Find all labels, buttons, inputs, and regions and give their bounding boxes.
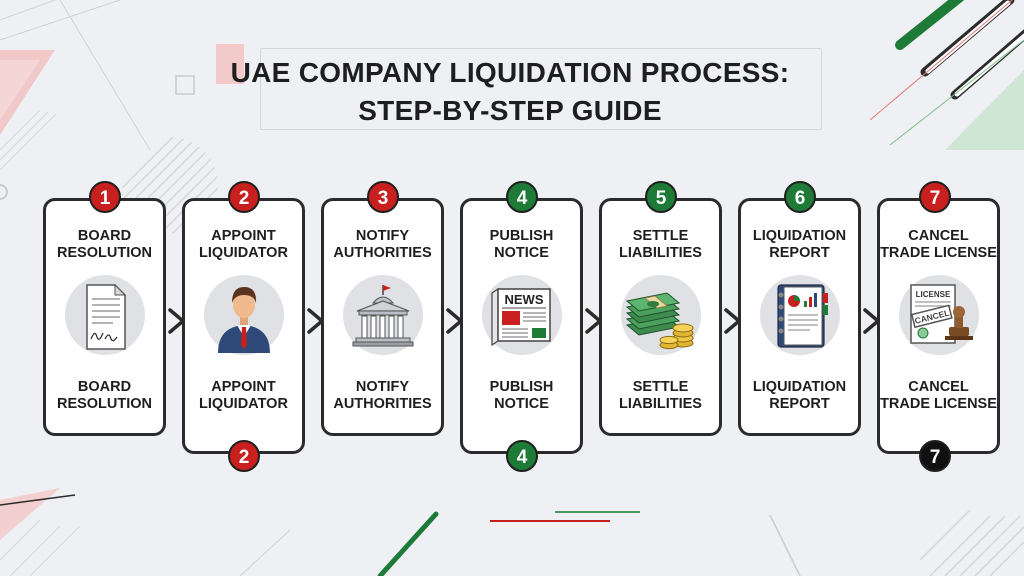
step-caption: LIQUIDATION REPORT bbox=[752, 379, 847, 412]
step-title: BOARD RESOLUTION bbox=[56, 228, 153, 261]
step-card-liquidation-report: LIQUIDATION REPORT LIQUIDATION REPORT bbox=[738, 198, 861, 436]
step-title: CANCEL TRADE LICENSE bbox=[880, 228, 997, 261]
step-number-badge: 3 bbox=[367, 181, 399, 213]
step-number-badge: 6 bbox=[784, 181, 816, 213]
step-number-badge: 2 bbox=[228, 181, 260, 213]
title-line-1: UAE COMPANY LIQUIDATION PROCESS: bbox=[230, 57, 790, 88]
step-number-badge: 7 bbox=[919, 181, 951, 213]
step-card-appoint-liquidator: APPOINT LIQUIDATOR APPOINT LIQUIDATOR bbox=[182, 198, 305, 454]
signed-document-icon bbox=[65, 275, 145, 355]
step-title: NOTIFY AUTHORITIES bbox=[333, 228, 432, 261]
money-stack-icon bbox=[621, 275, 701, 355]
step-card-notify-authorities: NOTIFY AUTHORITIES NOTIFY AUTHORITIES bbox=[321, 198, 444, 436]
step-number-badge-bottom: 2 bbox=[228, 440, 260, 472]
step-title: PUBLISH NOTICE bbox=[489, 228, 554, 261]
step-caption: CANCEL TRADE LICENSE bbox=[880, 379, 997, 412]
report-binder-icon bbox=[760, 275, 840, 355]
title-line-2: STEP-BY-STEP GUIDE bbox=[358, 95, 662, 126]
step-title: SETTLE LIABILITIES bbox=[619, 228, 702, 261]
step-caption: PUBLISH NOTICE bbox=[489, 379, 554, 412]
step-card-publish-notice: PUBLISH NOTICE NEWS PUBLISH NOTICE bbox=[460, 198, 583, 454]
step-title: LIQUIDATION REPORT bbox=[752, 228, 847, 261]
step-title: APPOINT LIQUIDATOR bbox=[199, 228, 288, 261]
title-frame bbox=[260, 48, 822, 130]
license-heading: LICENSE bbox=[916, 290, 951, 299]
businessman-icon bbox=[204, 275, 284, 355]
step-number-badge: 5 bbox=[645, 181, 677, 213]
newspaper-headline: NEWS bbox=[505, 292, 544, 307]
newspaper-icon: NEWS bbox=[482, 275, 562, 355]
step-card-board-resolution: BOARD RESOLUTION BOARD RESOLUTION bbox=[43, 198, 166, 436]
page-title: UAE COMPANY LIQUIDATION PROCESS: STEP-BY… bbox=[200, 54, 820, 130]
cancelled-license-icon: LICENSE CANCEL bbox=[899, 275, 979, 355]
step-number-badge: 4 bbox=[506, 181, 538, 213]
step-number-badge-bottom: 7 bbox=[919, 440, 951, 472]
step-caption: APPOINT LIQUIDATOR bbox=[199, 379, 288, 412]
step-number-badge: 1 bbox=[89, 181, 121, 213]
step-caption: BOARD RESOLUTION bbox=[56, 379, 153, 412]
step-caption: NOTIFY AUTHORITIES bbox=[333, 379, 432, 412]
step-card-cancel-trade-license: CANCEL TRADE LICENSE LICENSE CANCEL CANC… bbox=[877, 198, 1000, 454]
step-caption: SETTLE LIABILITIES bbox=[619, 379, 702, 412]
government-building-icon bbox=[343, 275, 423, 355]
step-number-badge-bottom: 4 bbox=[506, 440, 538, 472]
step-card-settle-liabilities: SETTLE LIABILITIES SETTLE bbox=[599, 198, 722, 436]
